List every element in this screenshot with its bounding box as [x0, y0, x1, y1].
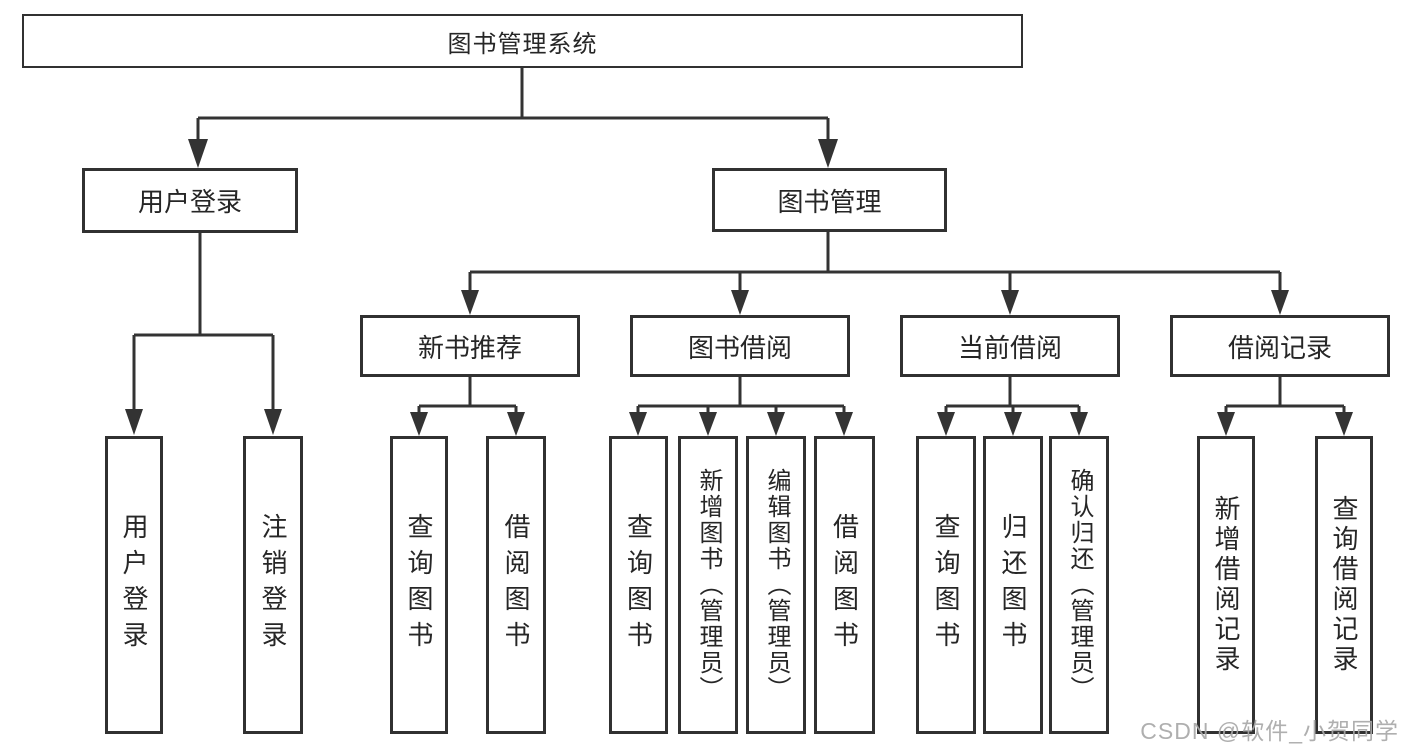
leaf-return-books: 归还图书 [983, 436, 1043, 734]
node-book-management: 图书管理 [712, 168, 947, 232]
node-borrowing-records: 借阅记录 [1170, 315, 1390, 377]
leaf-edit-book-admin-label: 编辑图书（管理员） [763, 468, 790, 702]
node-root: 图书管理系统 [22, 14, 1023, 68]
leaf-user-login-label: 用户登录 [119, 513, 149, 657]
node-current-borrowing-label: 当前借阅 [957, 332, 1062, 363]
node-borrowing-records-label: 借阅记录 [1227, 332, 1332, 363]
leaf-query-books-2-label: 查询图书 [623, 513, 654, 657]
node-root-label: 图书管理系统 [447, 30, 598, 58]
node-current-borrowing: 当前借阅 [900, 315, 1120, 377]
leaf-edit-book-admin: 编辑图书（管理员） [746, 436, 806, 734]
node-user-login: 用户登录 [82, 168, 298, 233]
leaf-query-books-2: 查询图书 [609, 436, 668, 734]
leaf-borrow-books-1-label: 借阅图书 [501, 513, 531, 657]
leaf-logout: 注销登录 [243, 436, 303, 734]
leaf-query-books-1: 查询图书 [390, 436, 448, 734]
node-book-borrowing-label: 图书借阅 [687, 332, 792, 363]
leaf-add-borrow-record-label: 新增借阅记录 [1211, 495, 1241, 675]
arrowhead-icons [125, 139, 1353, 436]
node-book-borrowing: 图书借阅 [630, 315, 850, 377]
leaf-confirm-return-admin: 确认归还（管理员） [1049, 436, 1109, 734]
leaf-query-books-3: 查询图书 [916, 436, 976, 734]
leaf-query-borrow-record: 查询借阅记录 [1315, 436, 1373, 734]
leaf-add-book-admin: 新增图书（管理员） [678, 436, 738, 734]
leaf-logout-label: 注销登录 [258, 513, 288, 657]
leaf-borrow-books-2-label: 借阅图书 [829, 513, 860, 657]
leaf-user-login: 用户登录 [105, 436, 163, 734]
csdn-watermark: CSDN @软件_小贺同学 [1140, 718, 1399, 744]
node-user-login-label: 用户登录 [137, 187, 242, 217]
node-book-management-label: 图书管理 [777, 186, 882, 217]
leaf-borrow-books-1: 借阅图书 [486, 436, 546, 734]
leaf-borrow-books-2: 借阅图书 [814, 436, 875, 734]
leaf-add-book-admin-label: 新增图书（管理员） [695, 468, 722, 702]
leaf-return-books-label: 归还图书 [998, 513, 1028, 657]
leaf-add-borrow-record: 新增借阅记录 [1197, 436, 1255, 734]
leaf-confirm-return-admin-label: 确认归还（管理员） [1066, 468, 1093, 702]
node-new-book-recommendation-label: 新书推荐 [417, 332, 522, 363]
leaf-query-books-3-label: 查询图书 [931, 513, 961, 657]
leaf-query-books-1-label: 查询图书 [404, 513, 434, 657]
node-new-book-recommendation: 新书推荐 [360, 315, 580, 377]
leaf-query-borrow-record-label: 查询借阅记录 [1329, 495, 1359, 675]
